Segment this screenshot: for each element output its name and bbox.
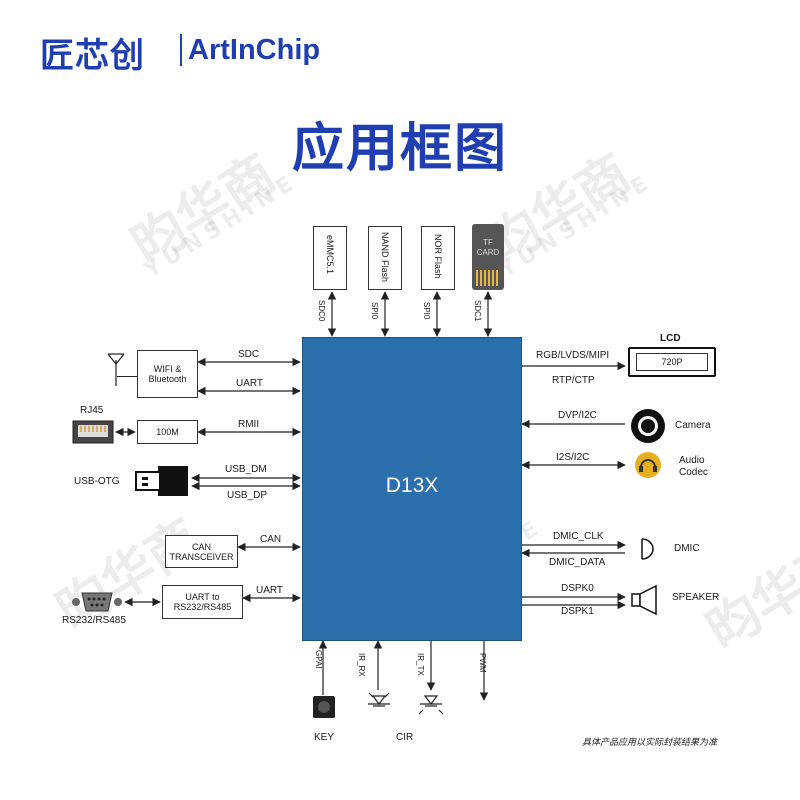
bus-rmii: RMII xyxy=(238,419,260,430)
bus-usb-dp: USB_DP xyxy=(227,490,268,501)
uart-converter-label: UART to RS232/RS485 xyxy=(173,592,232,612)
audio-codec-label-1: Audio xyxy=(679,455,705,466)
rj45-label: RJ45 xyxy=(80,405,104,416)
tf-card-contacts xyxy=(476,270,500,286)
usb-otg-label: USB-OTG xyxy=(74,476,120,487)
rs232-rs485-label: RS232/RS485 xyxy=(62,615,126,626)
bus-dmic-clk: DMIC_CLK xyxy=(553,531,604,542)
ir-transmitter-icon xyxy=(418,695,444,715)
bus-i2s-i2c: I2S/I2C xyxy=(556,452,590,463)
microphone-icon xyxy=(641,538,654,560)
bus-sdc1: SDC1 xyxy=(473,300,482,322)
brand-logo-cn: 匠芯创 xyxy=(40,36,145,76)
wifi-bluetooth-box: WIFI & Bluetooth xyxy=(137,350,198,398)
page-title: 应用框图 xyxy=(291,119,508,179)
db9-connector-icon xyxy=(72,592,122,612)
bus-ir-rx: IR_RX xyxy=(357,653,366,677)
antenna-wire xyxy=(117,376,137,377)
speaker-label: SPEAKER xyxy=(672,592,720,603)
bus-ir-tx: IR_TX xyxy=(416,653,425,676)
cir-label: CIR xyxy=(396,732,414,743)
bus-spi0-nor: SPI0 xyxy=(422,302,431,320)
bus-sdc: SDC xyxy=(238,349,260,360)
camera-label: Camera xyxy=(675,420,711,431)
uart-converter-box: UART to RS232/RS485 xyxy=(162,585,243,619)
lcd-resolution: 720P xyxy=(636,353,708,371)
bus-dspk0: DSPK0 xyxy=(561,583,594,594)
brand-separator xyxy=(180,34,182,66)
camera-icon xyxy=(631,409,665,443)
bus-sdc0: SDC0 xyxy=(317,300,326,322)
tf-card-label-2: CARD xyxy=(476,248,500,257)
audio-codec-label-2: Codec xyxy=(679,467,708,478)
brand-logo-en: ArtInChip xyxy=(188,34,321,66)
audio-codec-icon xyxy=(635,452,661,478)
bus-usb-dm: USB_DM xyxy=(225,464,267,475)
bus-can: CAN xyxy=(260,534,282,545)
soc-label: D13X xyxy=(385,474,439,497)
bus-rgb-lvds-mipi: RGB/LVDS/MIPI xyxy=(536,350,610,361)
bus-rtp-ctp: RTP/CTP xyxy=(552,375,595,386)
soc-block xyxy=(302,337,522,641)
tf-card-label-1: TF xyxy=(483,238,493,247)
nor-flash-box: NOR Flash xyxy=(421,226,455,290)
wifi-bluetooth-label: WIFI & Bluetooth xyxy=(148,364,187,384)
emmc-label: eMMC5.1 xyxy=(325,235,335,275)
bus-spi0-nand: SPI0 xyxy=(370,302,379,320)
dmic-label: DMIC xyxy=(674,543,700,554)
ethernet-phy-label: 100M xyxy=(156,427,179,437)
lcd-icon: 720P xyxy=(628,347,716,377)
key-button-icon xyxy=(313,696,335,718)
bus-pwm: PWM xyxy=(478,653,487,673)
antenna-icon xyxy=(107,353,125,386)
lcd-title: LCD xyxy=(660,333,681,344)
nor-flash-label: NOR Flash xyxy=(433,234,443,279)
can-transceiver-label: CAN TRANSCEIVER xyxy=(169,541,234,562)
bus-gpai: GPAI xyxy=(314,650,323,669)
bus-uart-wifi: UART xyxy=(236,378,264,389)
nand-flash-box: NAND Flash xyxy=(368,226,402,290)
rj45-icon xyxy=(72,420,114,444)
nand-flash-label: NAND Flash xyxy=(380,232,390,283)
tf-card-icon: TF CARD xyxy=(472,224,504,290)
bus-dmic-data: DMIC_DATA xyxy=(549,557,606,568)
bus-uart: UART xyxy=(256,585,284,596)
key-label: KEY xyxy=(314,732,335,743)
bus-dvp-i2c: DVP/I2C xyxy=(558,410,597,421)
speaker-icon xyxy=(631,584,657,616)
can-transceiver-box: CAN TRANSCEIVER xyxy=(165,535,238,568)
ethernet-phy-box: 100M xyxy=(137,420,198,444)
emmc-box: eMMC5.1 xyxy=(313,226,347,290)
usb-connector-icon xyxy=(135,466,188,496)
footnote: 具体产品应用以实际封装结果为准 xyxy=(582,738,718,748)
ir-receiver-icon xyxy=(368,692,390,707)
bus-dspk1: DSPK1 xyxy=(561,606,594,617)
